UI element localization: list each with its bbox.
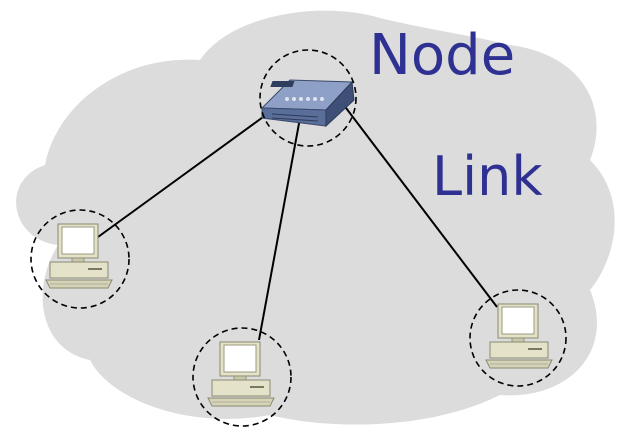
node-label: Node [369,23,516,88]
router-icon [260,79,355,128]
links [97,103,498,341]
router-node-ring [259,49,357,147]
link-line-router-pc-left [97,111,271,238]
pc-left-node [30,209,130,309]
link-line-router-pc-right [342,103,498,308]
link-label: Link [432,145,543,208]
link-line-router-pc-bottom [258,117,301,341]
pc-right-node-ring [469,289,567,387]
pc-left-node-ring [30,209,130,309]
cloud-outline [16,10,615,425]
router-node [259,49,357,147]
pc-right-node [469,289,567,387]
cloud-shape [16,10,615,425]
pc-bottom-node-ring [192,327,292,427]
pc-bottom-node [192,327,292,427]
